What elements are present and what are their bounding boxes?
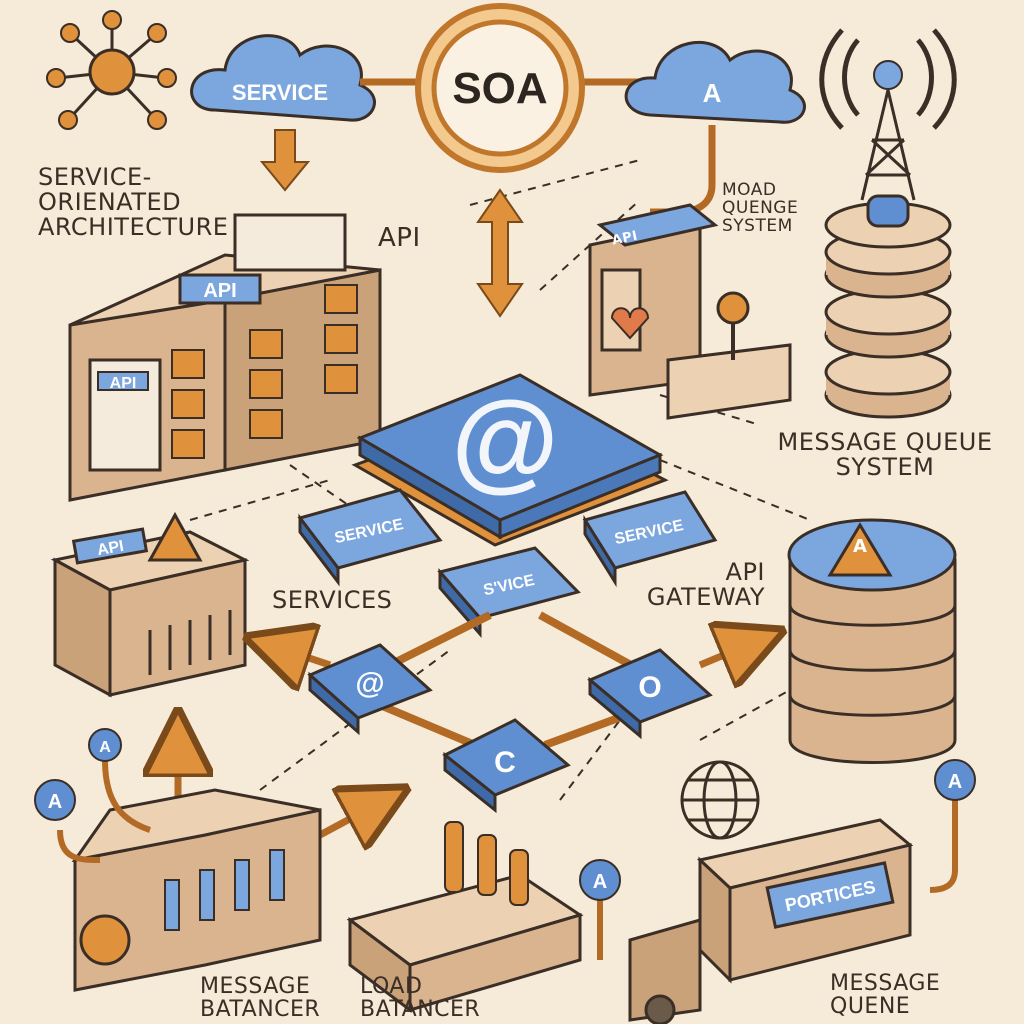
antenna-tower-icon [819,28,957,201]
globe-icon [680,760,760,840]
server-rack-cluster: API API [68,213,382,502]
label-message-queue-system: MESSAGE QUEUE SYSTEM [755,428,1015,482]
node-connections [378,611,642,749]
cloud-a-icon: A [624,40,806,216]
svg-text:C: C [494,746,516,779]
mq-line-2: QUENE [830,994,911,1020]
svg-text:A: A [948,771,962,793]
message-balancer-machine [57,759,322,992]
svg-text:O: O [638,671,661,704]
soa-text: SOA [452,64,547,113]
node-right: O [587,648,713,740]
soa-line-3: ARCHITECTURE [38,213,229,242]
key-pin-icon-4: A [929,759,976,893]
mqs-line-1: MESSAGE QUEUE [777,428,993,456]
label-services: SERVICES [272,586,393,614]
moad-line-2: QUENGE [722,197,799,218]
rack-key-label: A [853,536,868,557]
gateway-line-1: API [725,558,765,586]
label-load-batancer: LOAD BATANCER [360,975,500,1021]
moad-line-1: MOAD [722,180,777,200]
soa-line-2: ORIENATED [38,188,182,217]
service-tile-mid: S'VICE [437,546,581,639]
stacked-disk-tower [824,194,952,419]
node-left: @ [307,643,433,736]
network-hub-icon [46,10,177,130]
label-api-gateway: API GATEWAY [615,558,765,612]
key-pin-icon-2: A [88,728,122,762]
api-module-box: API [50,511,250,698]
mb-line-1: MESSAGE [200,974,311,999]
queue-device-block [588,203,792,420]
soa-line-1: SERVICE- [38,163,152,191]
cloud-service-icon: SERVICE [190,34,376,122]
database-cylinder-stack [787,518,957,764]
label-api: API [378,223,421,253]
message-queue-truck: PORTICES [628,818,914,1024]
soa-circle-badge: SOA [360,3,640,173]
svg-text:@: @ [355,667,384,700]
load-balancer-machine [346,821,584,1013]
mb-line-2: BATANCER [200,997,321,1023]
central-hub-symbol: @ [451,379,558,502]
service-tile-right: SERVICE [582,490,718,588]
svg-text:A: A [48,791,62,813]
label-service-oriented-architecture: SERVICE- ORIENATED ARCHITECTURE [38,163,248,242]
server-rack-api-label-1: API [203,280,236,302]
label-moad-quenge-system: MOAD QUENGE SYSTEM [722,180,832,236]
moad-line-3: SYSTEM [722,215,793,236]
cloud-service-label: SERVICE [232,80,328,105]
node-bottom: C [442,718,571,814]
lb-line-2: BATANCER [360,997,481,1023]
lb-line-1: LOAD [360,974,423,999]
key-pin-icon-3: A [579,859,621,960]
key-pin-icon-1: A [34,779,76,821]
label-message-quene: MESSAGE QUENE [830,972,960,1018]
down-arrow-icon [259,129,311,192]
gateway-line-2: GATEWAY [646,583,765,612]
central-hub: @ [351,373,669,547]
cloud-a-label: A [703,78,722,108]
mq-line-1: MESSAGE [830,971,941,996]
double-arrow-icon [476,188,524,318]
label-message-batancer: MESSAGE BATANCER [200,975,350,1021]
svg-text:A: A [99,739,111,756]
server-rack-api-label-2: API [110,375,137,392]
module-api-label: API [96,538,125,559]
mqs-line-2: SYSTEM [835,453,935,482]
svg-text:A: A [593,871,607,893]
service-tile-left: SERVICE [297,488,443,587]
